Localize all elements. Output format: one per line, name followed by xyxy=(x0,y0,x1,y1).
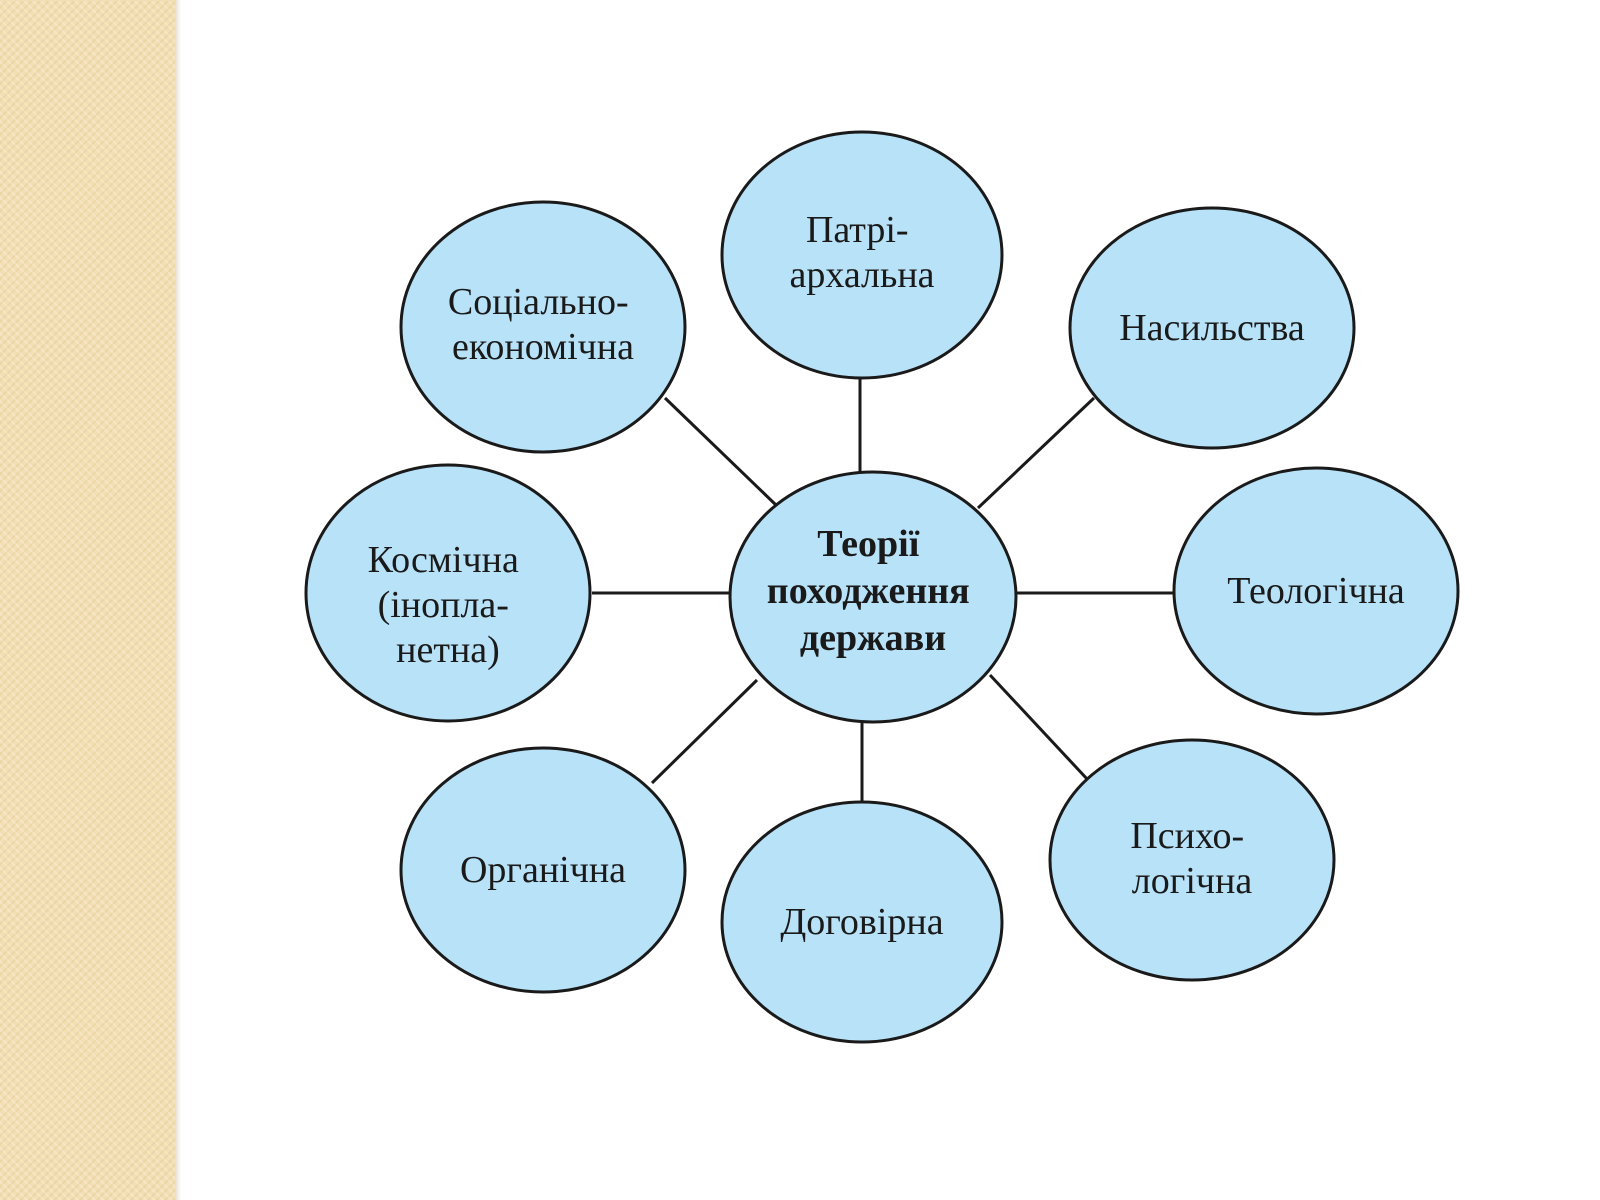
connector-violence xyxy=(976,396,1096,510)
center-node: Теорії походження держави xyxy=(728,470,1018,724)
center-node-label: Теорії походження держави xyxy=(767,523,979,659)
node-contractual-ellipse xyxy=(720,800,1004,1044)
node-psychological: Психо- логічна xyxy=(1048,738,1336,982)
node-organic-line-1: Органічна xyxy=(460,849,626,891)
side-band-edge xyxy=(175,0,181,1200)
node-theological-label: Теологічна xyxy=(1227,570,1405,612)
node-cosmic-line-1: Космічна xyxy=(368,539,519,581)
node-violence-line-1: Насильства xyxy=(1119,307,1305,349)
node-theological: Теологічна xyxy=(1172,466,1460,716)
node-psychological-line-2: логічна xyxy=(1132,860,1253,902)
node-socio-economic: Соціально- економічна xyxy=(399,200,687,454)
connectors xyxy=(592,375,1176,805)
node-socio-economic-line-2: економічна xyxy=(452,326,634,368)
node-psychological-ellipse xyxy=(1048,738,1336,982)
node-contractual-label: Договірна xyxy=(780,901,943,943)
node-violence: Насильства xyxy=(1068,206,1356,450)
node-cosmic-line-2: (інопла- xyxy=(378,584,509,626)
node-patriarchal: Патрі- архальна xyxy=(720,130,1004,380)
connector-socio-economic xyxy=(663,396,778,507)
decorative-side-band xyxy=(0,0,175,1200)
center-node-line-1: Теорії xyxy=(817,523,919,565)
node-psychological-line-1: Психо- xyxy=(1130,815,1244,857)
center-node-ellipse xyxy=(728,470,1018,724)
node-contractual-line-1: Договірна xyxy=(780,901,943,943)
node-cosmic-ellipse xyxy=(304,463,592,723)
node-socio-economic-ellipse xyxy=(399,200,687,454)
node-patriarchal-label: Патрі- архальна xyxy=(789,209,934,296)
connector-psychological xyxy=(988,673,1090,782)
node-psychological-label: Психо- логічна xyxy=(1130,815,1253,902)
node-contractual: Договірна xyxy=(720,800,1004,1044)
node-violence-label: Насильства xyxy=(1119,307,1305,349)
node-organic-ellipse xyxy=(399,746,687,994)
node-cosmic-label: Космічна (інопла- нетна) xyxy=(368,539,529,671)
node-socio-economic-line-1: Соціально- xyxy=(448,281,629,323)
node-socio-economic-label: Соціально- економічна xyxy=(448,281,638,368)
node-patriarchal-line-2: архальна xyxy=(789,254,934,296)
connector-organic xyxy=(650,678,759,785)
node-violence-ellipse xyxy=(1068,206,1356,450)
node-theological-line-1: Теологічна xyxy=(1227,570,1405,612)
node-organic: Органічна xyxy=(399,746,687,994)
node-patriarchal-line-1: Патрі- xyxy=(806,209,909,251)
center-node-line-2: походження xyxy=(767,570,970,612)
node-organic-label: Органічна xyxy=(460,849,626,891)
node-cosmic-line-3: нетна) xyxy=(396,629,500,671)
center-node-line-3: держави xyxy=(800,617,946,659)
node-cosmic: Космічна (інопла- нетна) xyxy=(304,463,592,723)
node-theological-ellipse xyxy=(1172,466,1460,716)
node-patriarchal-ellipse xyxy=(720,130,1004,380)
